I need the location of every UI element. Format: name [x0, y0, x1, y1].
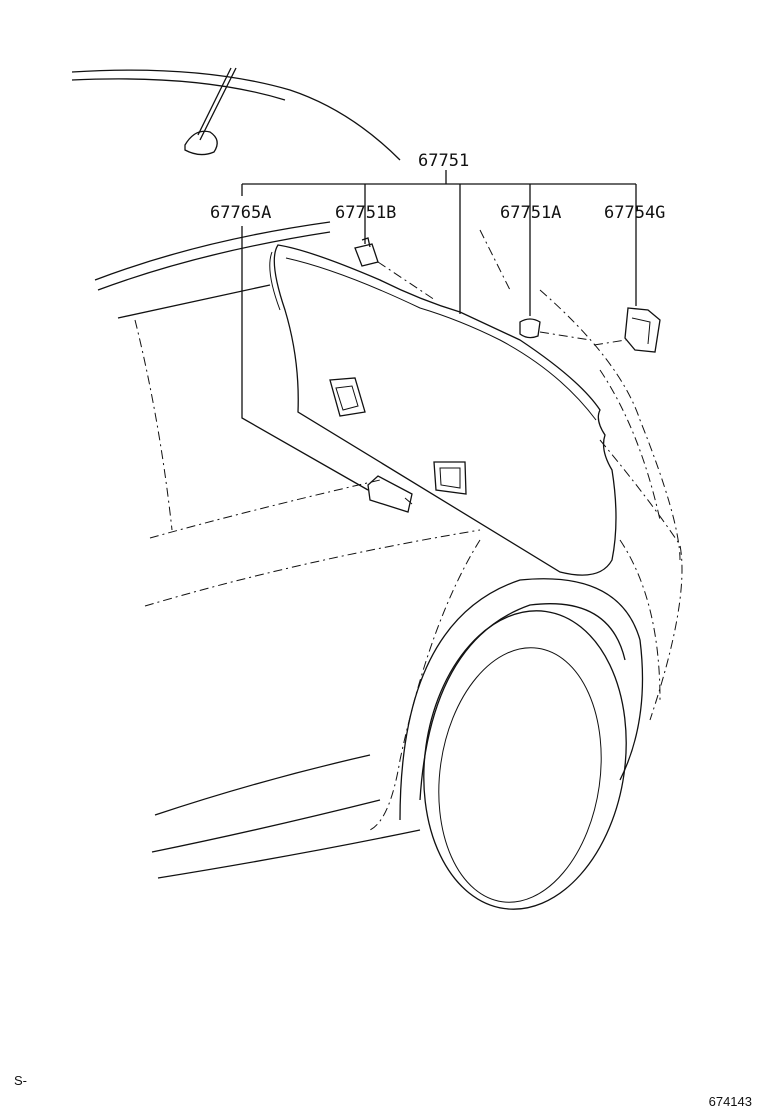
part-label-67751: 67751 [418, 151, 469, 171]
leader-lines [241, 170, 637, 491]
corner-code-left: S- [14, 1073, 27, 1088]
part-label-67751a: 67751A [500, 203, 561, 223]
wheel-arch [399, 578, 644, 910]
vehicle-body-outline [71, 69, 683, 879]
cover-67765a-icon [367, 475, 413, 513]
part-label-67751b: 67751B [335, 203, 396, 223]
clip-67751b-icon [354, 237, 379, 267]
part-label-67754g: 67754G [604, 203, 665, 223]
clip-67751a-icon [519, 318, 541, 339]
illustration-number: 674143 [708, 1094, 752, 1109]
back-door-trim-board [269, 244, 617, 576]
antenna-mount [184, 67, 237, 156]
bracket-67754g-icon [624, 307, 661, 353]
part-label-67765a: 67765A [210, 203, 271, 223]
